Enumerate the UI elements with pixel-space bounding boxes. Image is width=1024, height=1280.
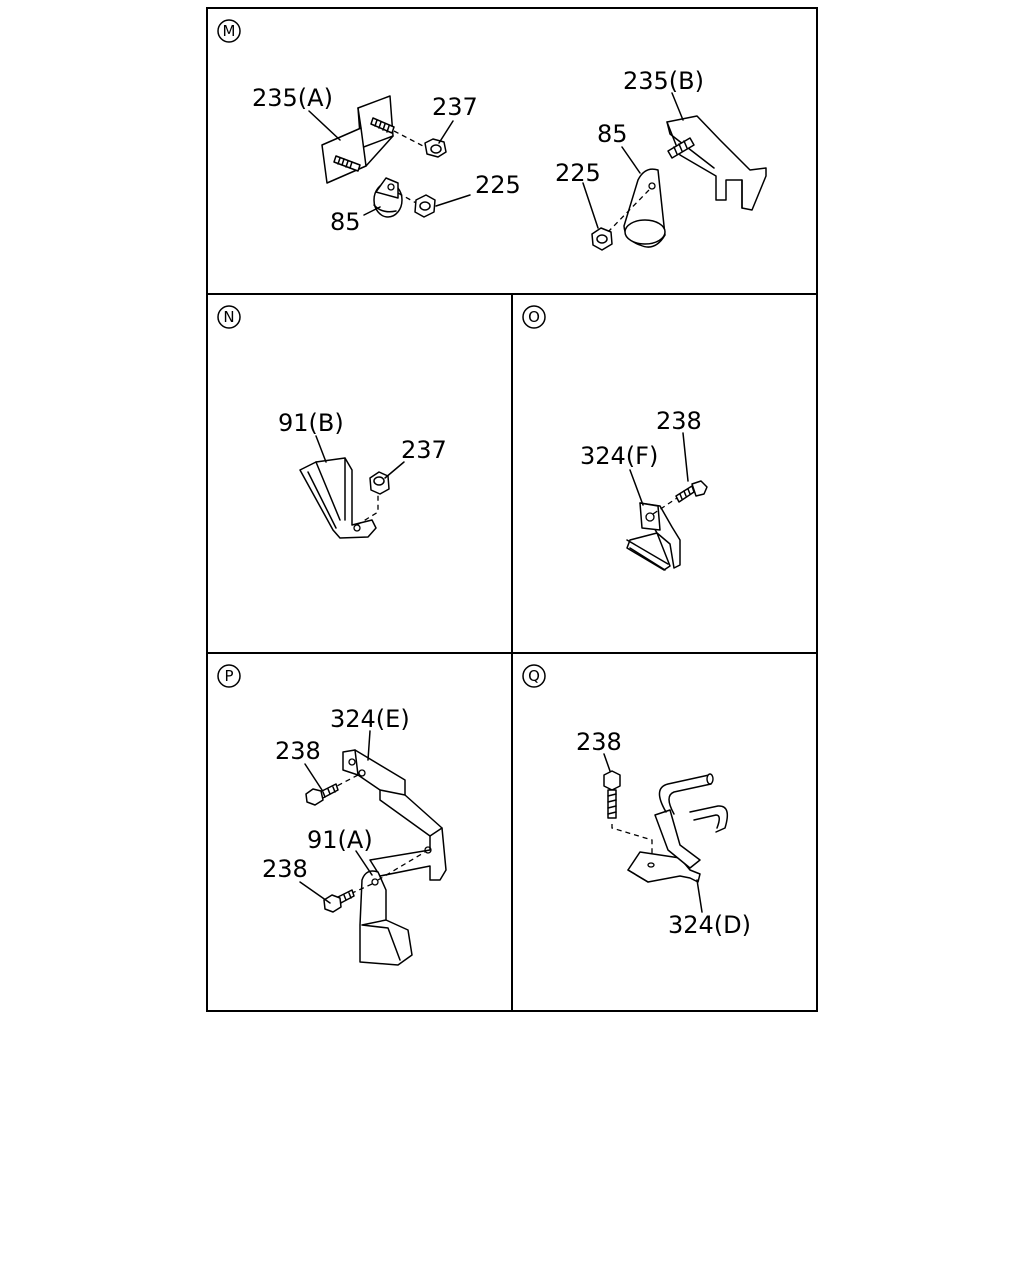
nut-237 bbox=[424, 138, 447, 158]
label-235a: 235(A) bbox=[252, 84, 333, 112]
stud-upper bbox=[370, 117, 395, 134]
label-324d: 324(D) bbox=[668, 911, 751, 939]
bracket-324e bbox=[342, 749, 447, 881]
panel-frames bbox=[206, 7, 818, 1012]
bracket-91b bbox=[299, 457, 377, 539]
leader-lines-m-left bbox=[308, 110, 471, 216]
bracket-324d bbox=[627, 809, 701, 883]
panel-marker-o: O bbox=[522, 305, 546, 329]
clip-85-right bbox=[623, 168, 666, 248]
label-237-n: 237 bbox=[401, 436, 447, 464]
bolt-238-bottom bbox=[323, 889, 355, 913]
panel-marker-m: M bbox=[217, 19, 241, 43]
label-91a: 91(A) bbox=[307, 826, 373, 854]
stud-235b bbox=[667, 137, 695, 159]
stud-lower bbox=[333, 155, 361, 172]
label-324e: 324(E) bbox=[330, 705, 410, 733]
label-324f: 324(F) bbox=[580, 442, 658, 470]
label-91b: 91(B) bbox=[278, 409, 344, 437]
label-235b: 235(B) bbox=[623, 67, 704, 95]
pipe-bend-q bbox=[658, 773, 729, 833]
svg-text:M: M bbox=[223, 22, 236, 40]
leader-lines-q bbox=[603, 753, 703, 913]
svg-text:N: N bbox=[223, 308, 234, 326]
bolt-238-o bbox=[675, 480, 708, 503]
nut-237-n bbox=[369, 471, 390, 495]
label-85-left: 85 bbox=[330, 208, 361, 236]
flange-nut-225-left bbox=[414, 194, 436, 218]
label-85-right: 85 bbox=[597, 120, 628, 148]
bracket-324f bbox=[626, 502, 681, 571]
label-238-top: 238 bbox=[275, 737, 321, 765]
panel-n: N 91(B) 237 bbox=[217, 305, 447, 539]
panel-marker-p: P bbox=[217, 664, 241, 688]
flange-nut-225-right bbox=[591, 227, 613, 251]
svg-text:O: O bbox=[528, 308, 540, 326]
leader-lines-m-right bbox=[582, 92, 684, 229]
label-225-left: 225 bbox=[475, 171, 521, 199]
label-238-bottom: 238 bbox=[262, 855, 308, 883]
bracket-91a bbox=[359, 870, 413, 966]
panel-o: O 238 324(F) bbox=[522, 305, 708, 571]
panel-m: M bbox=[217, 19, 767, 251]
leader-lines-p bbox=[299, 730, 373, 904]
label-238-q: 238 bbox=[576, 728, 622, 756]
panel-marker-n: N bbox=[217, 305, 241, 329]
leader-lines-n bbox=[315, 435, 405, 479]
bracket-235b bbox=[666, 115, 767, 211]
panel-p: P bbox=[217, 664, 447, 966]
leader-lines-o bbox=[629, 432, 689, 506]
label-225-right: 225 bbox=[555, 159, 601, 187]
panel-q: Q 238 324(D) bbox=[522, 664, 751, 939]
panel-marker-q: Q bbox=[522, 664, 546, 688]
label-238-o: 238 bbox=[656, 407, 702, 435]
bolt-238-top bbox=[305, 783, 339, 806]
svg-text:Q: Q bbox=[528, 667, 540, 685]
svg-text:P: P bbox=[224, 667, 233, 685]
clip-85-left bbox=[373, 177, 403, 218]
label-237: 237 bbox=[432, 93, 478, 121]
bolt-238-q bbox=[603, 770, 621, 819]
